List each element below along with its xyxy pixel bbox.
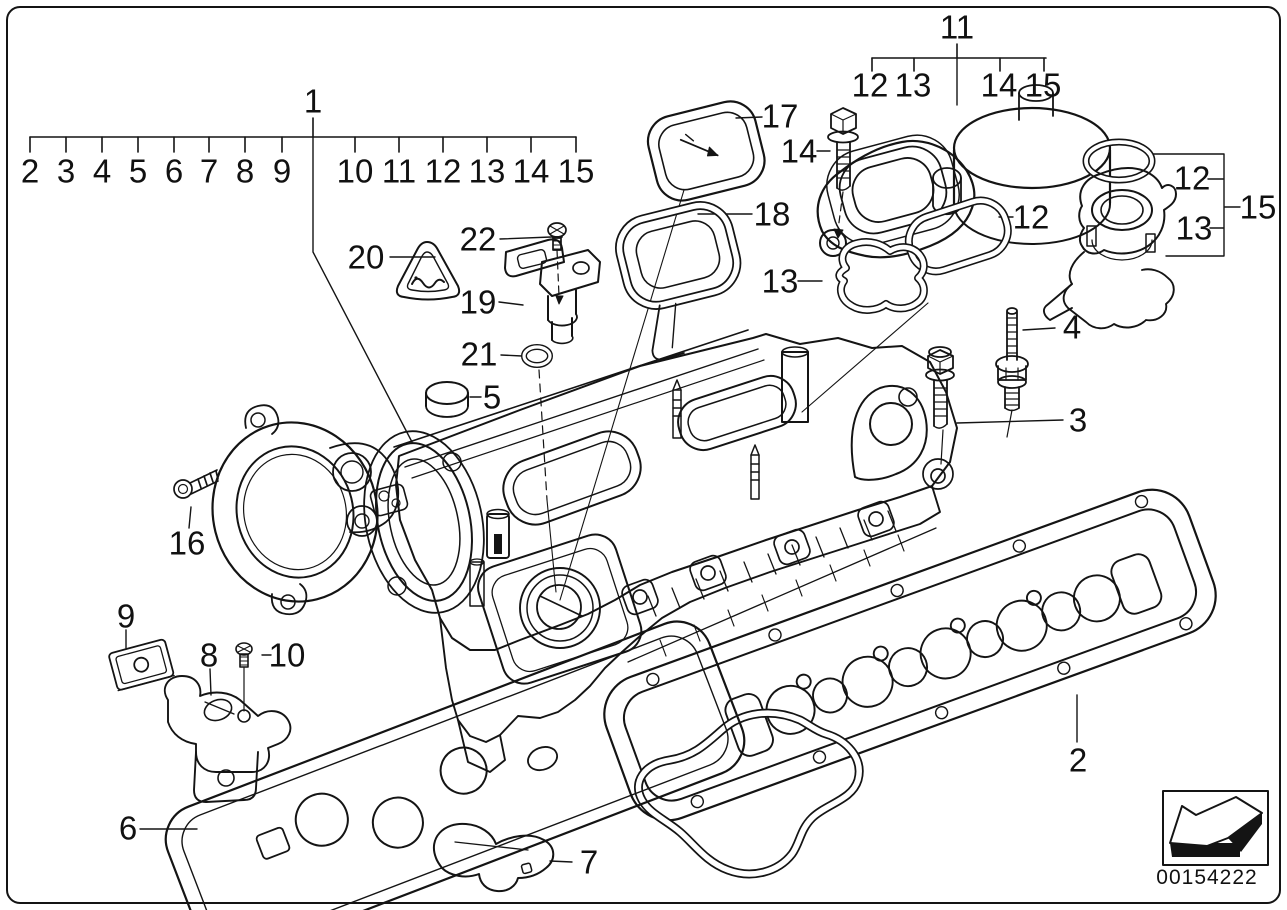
callout-legend1-2[interactable]: 2 bbox=[20, 152, 40, 190]
callout-part20[interactable]: 20 bbox=[347, 238, 385, 276]
callout-part12-vent[interactable]: 12 bbox=[1173, 159, 1211, 197]
stud-bolt-4-drawing bbox=[995, 307, 1029, 412]
vent-valve-drawing bbox=[1042, 138, 1177, 330]
callout-part8[interactable]: 8 bbox=[199, 636, 219, 674]
filler-surround-drawing bbox=[615, 201, 742, 361]
callout-part12-ccv-gasket[interactable]: 12 bbox=[1012, 198, 1050, 236]
callout-part9[interactable]: 9 bbox=[116, 597, 136, 635]
callout-legend1-9[interactable]: 9 bbox=[272, 152, 292, 190]
legend-bracket-1 bbox=[29, 117, 577, 443]
camshaft-sensor-drawing bbox=[504, 238, 601, 345]
screw-10-drawing bbox=[235, 642, 253, 668]
callout-part17[interactable]: 17 bbox=[761, 97, 799, 135]
callout-part10[interactable]: 10 bbox=[268, 636, 306, 674]
callout-part22[interactable]: 22 bbox=[459, 220, 497, 258]
callout-part6[interactable]: 6 bbox=[118, 809, 138, 847]
bolt-3-drawing bbox=[925, 346, 955, 429]
callout-part3[interactable]: 3 bbox=[1068, 401, 1088, 439]
callout-legend11-15[interactable]: 15 bbox=[1024, 66, 1062, 104]
callout-legend11-parent[interactable]: 11 bbox=[939, 8, 975, 46]
callout-part14-bolt[interactable]: 14 bbox=[780, 132, 818, 170]
callout-part5[interactable]: 5 bbox=[482, 378, 502, 416]
callout-legend1-12[interactable]: 12 bbox=[424, 152, 462, 190]
callout-legend1-14[interactable]: 14 bbox=[512, 152, 550, 190]
page-border bbox=[6, 6, 1281, 904]
callout-legend1-parent[interactable]: 1 bbox=[303, 82, 323, 120]
callout-legend1-11[interactable]: 11 bbox=[381, 152, 417, 190]
acoustic-cover-drawing bbox=[164, 620, 746, 910]
callout-legend1-8[interactable]: 8 bbox=[235, 152, 255, 190]
small-cover-drawing bbox=[433, 822, 555, 893]
leader-lines bbox=[125, 116, 1241, 863]
callout-legend1-10[interactable]: 10 bbox=[336, 152, 374, 190]
screw-16-drawing bbox=[173, 469, 219, 499]
stamp-code: 00154222 bbox=[1156, 866, 1258, 889]
o-ring-21-drawing bbox=[521, 344, 553, 368]
throttle-body-drawing bbox=[211, 404, 485, 616]
callout-part18[interactable]: 18 bbox=[753, 195, 791, 233]
callout-part13-ccv-gasket[interactable]: 13 bbox=[761, 262, 799, 300]
callout-legend11-13[interactable]: 13 bbox=[894, 66, 932, 104]
oil-cap-arrow-icon bbox=[679, 133, 719, 157]
page-continue-arrow-icon bbox=[1169, 796, 1263, 857]
gasket-set-drawing bbox=[603, 488, 1217, 879]
profile-gasket-drawing bbox=[634, 708, 864, 879]
callout-part21[interactable]: 21 bbox=[460, 335, 498, 373]
bolt-14-drawing bbox=[827, 107, 859, 191]
oil-filler-cap-drawing bbox=[646, 100, 766, 202]
callout-legend1-13[interactable]: 13 bbox=[468, 152, 506, 190]
legend-bracket-11 bbox=[871, 43, 1047, 106]
callout-legend1-7[interactable]: 7 bbox=[199, 152, 219, 190]
bracket-drawing bbox=[163, 675, 292, 803]
callout-legend11-14[interactable]: 14 bbox=[980, 66, 1018, 104]
callout-part16[interactable]: 16 bbox=[168, 524, 206, 562]
callout-part15-vent[interactable]: 15 bbox=[1239, 188, 1277, 226]
clip-nut-drawing bbox=[108, 638, 175, 692]
warning-triangle-icon bbox=[395, 241, 461, 301]
callout-part7[interactable]: 7 bbox=[579, 843, 599, 881]
callout-legend1-4[interactable]: 4 bbox=[92, 152, 112, 190]
callout-legend1-3[interactable]: 3 bbox=[56, 152, 76, 190]
callout-legend1-6[interactable]: 6 bbox=[164, 152, 184, 190]
callout-part13-vent[interactable]: 13 bbox=[1175, 209, 1213, 247]
cylinder-head-cover-drawing bbox=[393, 329, 958, 773]
callout-part4[interactable]: 4 bbox=[1062, 308, 1082, 346]
callout-legend1-5[interactable]: 5 bbox=[128, 152, 148, 190]
cap-5-drawing bbox=[425, 381, 469, 418]
callout-part2[interactable]: 2 bbox=[1068, 741, 1088, 779]
callout-part19[interactable]: 19 bbox=[459, 283, 497, 321]
callout-legend1-15[interactable]: 15 bbox=[557, 152, 595, 190]
stamp-box bbox=[1162, 790, 1269, 866]
ccv-gasket-13-drawing bbox=[835, 238, 928, 314]
callout-legend11-12[interactable]: 12 bbox=[851, 66, 889, 104]
